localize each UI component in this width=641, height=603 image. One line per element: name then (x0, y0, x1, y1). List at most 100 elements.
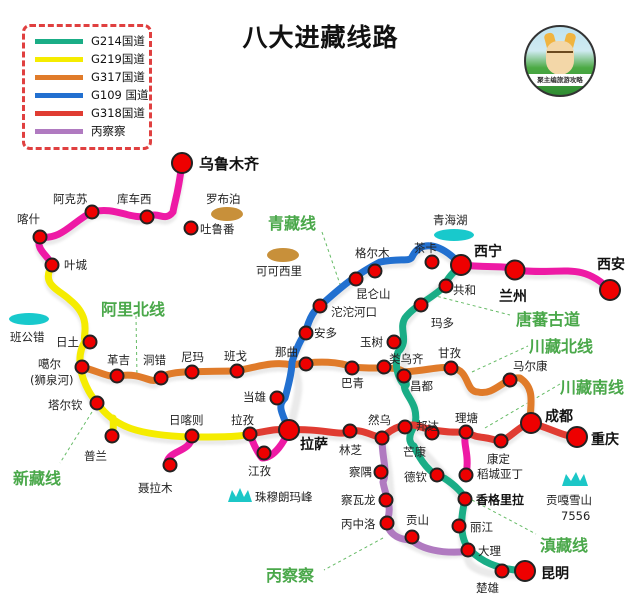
logo-glasses-icon (547, 51, 573, 62)
legend-label: G109 国道 (91, 88, 149, 102)
town-kuchexi: 库车西 (117, 192, 152, 206)
legend-swatch (35, 74, 83, 80)
logo-mascot-face (546, 41, 574, 75)
logo-text: 聚主编旅游攻略 (528, 74, 592, 86)
city-lhasa: 拉萨 (300, 437, 328, 453)
route-g109 (277, 242, 465, 434)
town-niela: 聂拉木 (138, 481, 173, 495)
town-changdu: 昌都 (410, 379, 433, 393)
town-chaka: 茶卡 (414, 241, 437, 255)
town-chawalong: 察瓦龙 (341, 493, 376, 507)
city-chengdu: 成都 (545, 409, 573, 425)
town-ritu: 日土 (56, 335, 79, 349)
legend-item-g109: G109 国道 (35, 86, 149, 104)
city-xining: 西宁 (474, 244, 502, 260)
kekexili-lake (267, 248, 299, 262)
town-rikaze: 日喀则 (169, 413, 204, 427)
qinghaihu-lake (434, 229, 474, 241)
town-daocheng: 稻城亚丁 (477, 467, 523, 481)
town-gongshan: 贡山 (406, 513, 429, 527)
legend-swatch (35, 92, 83, 98)
city-chongqing: 重庆 (591, 432, 619, 448)
town-leiwuqi: 类乌齐 (389, 352, 424, 366)
everest-mountain-icon (228, 488, 252, 502)
town-kangding: 康定 (487, 452, 510, 466)
legend-item-g317: G317国道 (35, 68, 145, 86)
city-lanzhou: 兰州 (499, 289, 527, 305)
town-yecheng: 叶城 (64, 258, 87, 272)
town-kashi: 喀什 (17, 212, 40, 226)
landmark-gongga: 贡嘎雪山 (546, 493, 592, 507)
legend-item-bingchacha: 丙察察 (35, 122, 126, 140)
route-name-chuanzangbei: 川藏北线 (529, 337, 594, 356)
town-jiangzi: 江孜 (248, 464, 271, 478)
landmark-everest: 珠穆朗玛峰 (255, 490, 313, 504)
town-geji: 革吉 (107, 353, 130, 367)
legend-swatch (35, 110, 83, 116)
legend-item-g214: G214国道 (35, 32, 145, 50)
city-shangrila: 香格里拉 (476, 493, 525, 507)
town-mangkang: 芒康 (403, 445, 426, 459)
town-taerqin: 塔尔钦 (48, 398, 83, 412)
legend-label: G219国道 (91, 52, 145, 66)
landmark-luobupo: 罗布泊 (206, 192, 241, 206)
town-kunlunshan: 昆仑山 (356, 287, 391, 301)
town-ranwu: 然乌 (368, 413, 391, 427)
town-geermu: 格尔木 (355, 246, 390, 260)
town-bange: 班戈 (224, 349, 247, 363)
route-name-alibei: 阿里北线 (101, 300, 166, 319)
legend-swatch (35, 128, 83, 134)
town-bangda: 邦达 (416, 419, 439, 433)
town-maerkang: 马尔康 (513, 359, 548, 373)
town-gaer: 噶尔 (38, 357, 61, 371)
town-dali: 大理 (478, 544, 501, 558)
bangongcuo-lake (9, 313, 49, 325)
town-yushu: 玉树 (360, 335, 383, 349)
town-chayu: 察隅 (349, 465, 372, 479)
town-chuxiong: 楚雄 (476, 581, 499, 595)
landmark-gongga-height: 7556 (561, 509, 591, 523)
leader-lines (59, 231, 561, 571)
town-ganzi: 甘孜 (438, 346, 461, 360)
brand-logo: 聚主编旅游攻略 (524, 25, 596, 97)
town-deqin: 德钦 (404, 470, 427, 484)
route-name-xinzang: 新藏线 (13, 469, 62, 488)
town-maduo: 玛多 (431, 316, 454, 330)
town-gonghe: 共和 (453, 283, 476, 297)
town-nima: 尼玛 (181, 350, 204, 364)
route-name-dianzang: 滇藏线 (540, 536, 589, 555)
legend-item-g219: G219国道 (35, 50, 145, 68)
landmark-qinghaihu: 青海湖 (433, 213, 468, 227)
town-lazi: 拉孜 (231, 413, 254, 427)
town-baqing: 巴青 (341, 376, 364, 390)
city-urumqi: 乌鲁木齐 (199, 155, 260, 173)
town-pulan: 普兰 (84, 449, 107, 463)
town-akesu: 阿克苏 (53, 192, 88, 206)
route-name-qingzang: 青藏线 (268, 214, 317, 233)
legend: G214国道 G219国道 G317国道 G109 国道 G318国道 丙察察 (22, 24, 152, 150)
page-title: 八大进藏线路 (242, 23, 399, 52)
town-tuotuohekou: 沱沱河口 (331, 305, 377, 319)
town-gaer-sub: (狮泉河) (30, 373, 74, 387)
town-naqu: 那曲 (275, 345, 298, 359)
legend-label: G318国道 (91, 106, 145, 120)
legend-label: G214国道 (91, 34, 145, 48)
town-anduo: 安多 (314, 326, 337, 340)
gongga-mountain-icon (562, 472, 588, 486)
route-g214 (392, 261, 532, 575)
route-name-chuanzangnan: 川藏南线 (560, 378, 625, 397)
legend-label: G317国道 (91, 70, 145, 84)
town-lijiang: 丽江 (470, 520, 493, 534)
route-magenta-xian (457, 261, 614, 294)
town-litang: 理塘 (455, 411, 478, 425)
route-name-bingchacha: 丙察察 (266, 566, 315, 585)
route-magenta-xinjiang (35, 159, 186, 269)
legend-label: 丙察察 (91, 124, 126, 138)
town-tulufan: 吐鲁番 (200, 222, 235, 236)
landmark-bangongcuo: 班公错 (10, 330, 45, 344)
luobupo-lake (211, 207, 243, 221)
legend-swatch (35, 56, 83, 62)
city-kunming: 昆明 (541, 566, 569, 582)
town-bingzhongluo: 丙中洛 (341, 517, 376, 531)
